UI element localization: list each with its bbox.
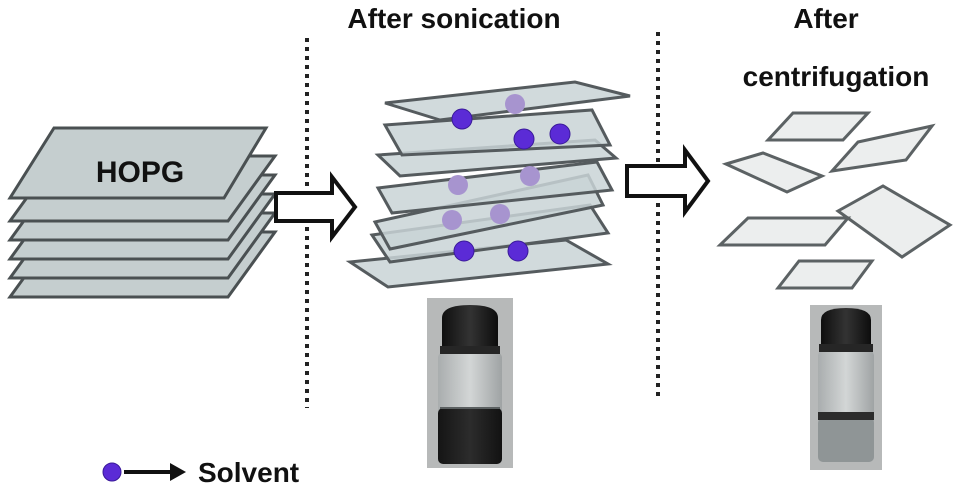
clear-supernatant-vial (810, 305, 882, 470)
vial-cap (442, 305, 498, 352)
solvent-dot (549, 123, 571, 145)
dark-dispersion-vial (427, 298, 513, 468)
solvent-dot (507, 240, 529, 262)
graphene-flake (721, 151, 826, 194)
solvent-dot (520, 166, 540, 186)
vial-cap (821, 308, 871, 350)
hopg-label: HOPG (96, 156, 184, 189)
hopg-sheet-top (7, 126, 269, 200)
after-sonication-title: After sonication (347, 3, 560, 34)
dispersed-flakes (716, 111, 953, 290)
vial-sediment-band (818, 412, 874, 420)
graphene-flake (835, 184, 953, 259)
graphene-flake (716, 216, 852, 247)
hopg-stack: HOPG (7, 126, 278, 299)
solvent-dot (490, 204, 510, 224)
vial-light-liquid (818, 418, 874, 462)
solvent-dot (513, 128, 535, 150)
after-centrifugation-title-line2: centrifugation (743, 61, 930, 92)
hollow-right-arrow-icon (274, 171, 358, 243)
solvent-molecules (442, 94, 571, 262)
vial-neck (819, 344, 873, 352)
legend: Solvent (102, 457, 299, 488)
right-arrow-icon (170, 463, 186, 481)
vial-dark-liquid (438, 408, 502, 464)
graphene-flake (828, 123, 936, 174)
legend-solvent-label: Solvent (198, 457, 299, 488)
hollow-right-arrow-icon (625, 143, 711, 219)
solvent-dot (448, 175, 468, 195)
solvent-dot (453, 240, 475, 262)
solvent-dot (451, 108, 473, 130)
vial-neck (440, 346, 500, 354)
solvent-dot (505, 94, 525, 114)
solvent-dot-icon (102, 462, 122, 482)
after-centrifugation-title-line1: After (793, 3, 858, 34)
solvent-dot (442, 210, 462, 230)
sonicated-sheet-stack (345, 80, 631, 289)
graphene-flake (764, 111, 872, 142)
graphene-flake (774, 259, 875, 290)
